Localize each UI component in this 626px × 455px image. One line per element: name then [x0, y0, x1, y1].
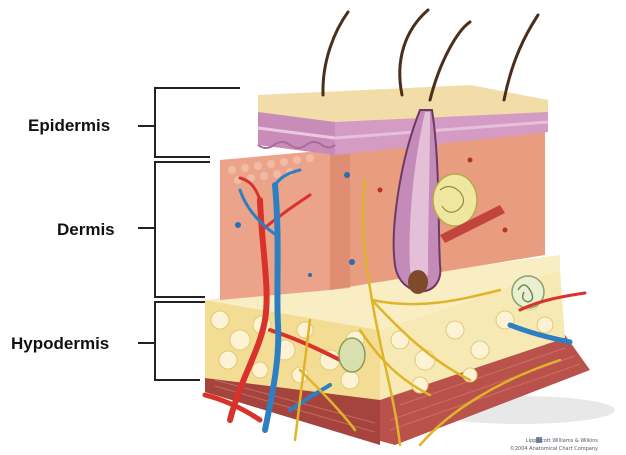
hair-1 — [323, 12, 348, 95]
dermis-bracket — [138, 162, 210, 297]
credit-copyright: ©2004 Anatomical Chart Company — [510, 446, 598, 452]
credit-publisher: Lippincott Williams & Wilkins — [526, 438, 598, 444]
label-epidermis: Epidermis — [28, 116, 110, 136]
label-hypodermis: Hypodermis — [11, 334, 109, 354]
label-dermis: Dermis — [57, 220, 115, 240]
hypodermis-bracket — [138, 302, 205, 380]
sebaceous-gland — [433, 174, 477, 226]
epidermis-bracket — [138, 88, 240, 157]
hair-4 — [504, 15, 538, 100]
pacinian-corpuscle — [339, 338, 365, 372]
hair-shafts — [323, 10, 538, 100]
hair-2 — [400, 10, 428, 95]
